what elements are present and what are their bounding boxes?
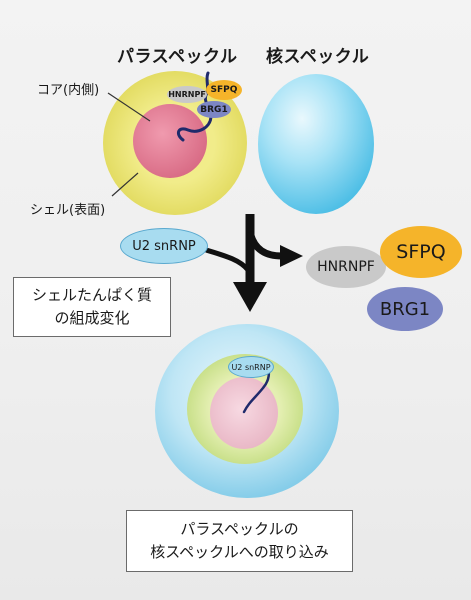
top-sfpq-label: SFPQ: [210, 85, 238, 95]
core-callout-line: [107, 92, 151, 122]
shell-change-line-2: の組成変化: [54, 309, 130, 327]
incorporation-line-1: パラスペックルの: [180, 520, 299, 538]
paraspeckle-core: [133, 104, 207, 178]
shell-callout-line: [111, 172, 139, 197]
right-sfpq-oval: SFPQ: [380, 226, 462, 278]
top-sfpq-oval: SFPQ: [206, 80, 242, 100]
right-brg1-label: BRG1: [379, 298, 431, 320]
bottom-u2-label: U2 snRNP: [231, 362, 271, 372]
u2-snrnp-oval: U2 snRNP: [120, 228, 208, 264]
u2-snrnp-label: U2 snRNP: [132, 238, 196, 254]
incorporation-line-2: 核スペックルへの取り込み: [150, 543, 329, 561]
bottom-u2-oval: U2 snRNP: [228, 356, 274, 378]
top-hnrnpf-label: HNRNPF: [168, 90, 206, 99]
title-nuclear-speckle: 核スペックル: [266, 47, 370, 67]
right-brg1-oval: BRG1: [367, 287, 443, 331]
arrow-branch-head: [280, 245, 303, 267]
arrow-branch: [246, 231, 283, 260]
arrow-main-head: [233, 282, 267, 312]
right-hnrnpf-oval: HNRNPF: [306, 246, 386, 288]
title-paraspeckle: パラスペックル: [117, 47, 238, 67]
shell-change-line-1: シェルたんぱく質: [31, 286, 152, 304]
top-brg1-label: BRG1: [200, 104, 228, 115]
incorporation-box: パラスペックルの 核スペックルへの取り込み: [126, 510, 353, 572]
shell-composition-change-box: シェルたんぱく質 の組成変化: [13, 277, 171, 337]
label-shell: シェル(表面): [30, 203, 106, 218]
top-brg1-oval: BRG1: [197, 101, 231, 118]
right-sfpq-label: SFPQ: [396, 241, 446, 263]
merged-cell: [155, 324, 339, 498]
label-core: コア(内側): [37, 83, 100, 98]
nuclear-speckle-top: [258, 74, 374, 214]
top-hnrnpf-oval: HNRNPF: [167, 86, 207, 103]
right-hnrnpf-label: HNRNPF: [317, 259, 375, 275]
u2-joining-curve: [205, 247, 250, 272]
